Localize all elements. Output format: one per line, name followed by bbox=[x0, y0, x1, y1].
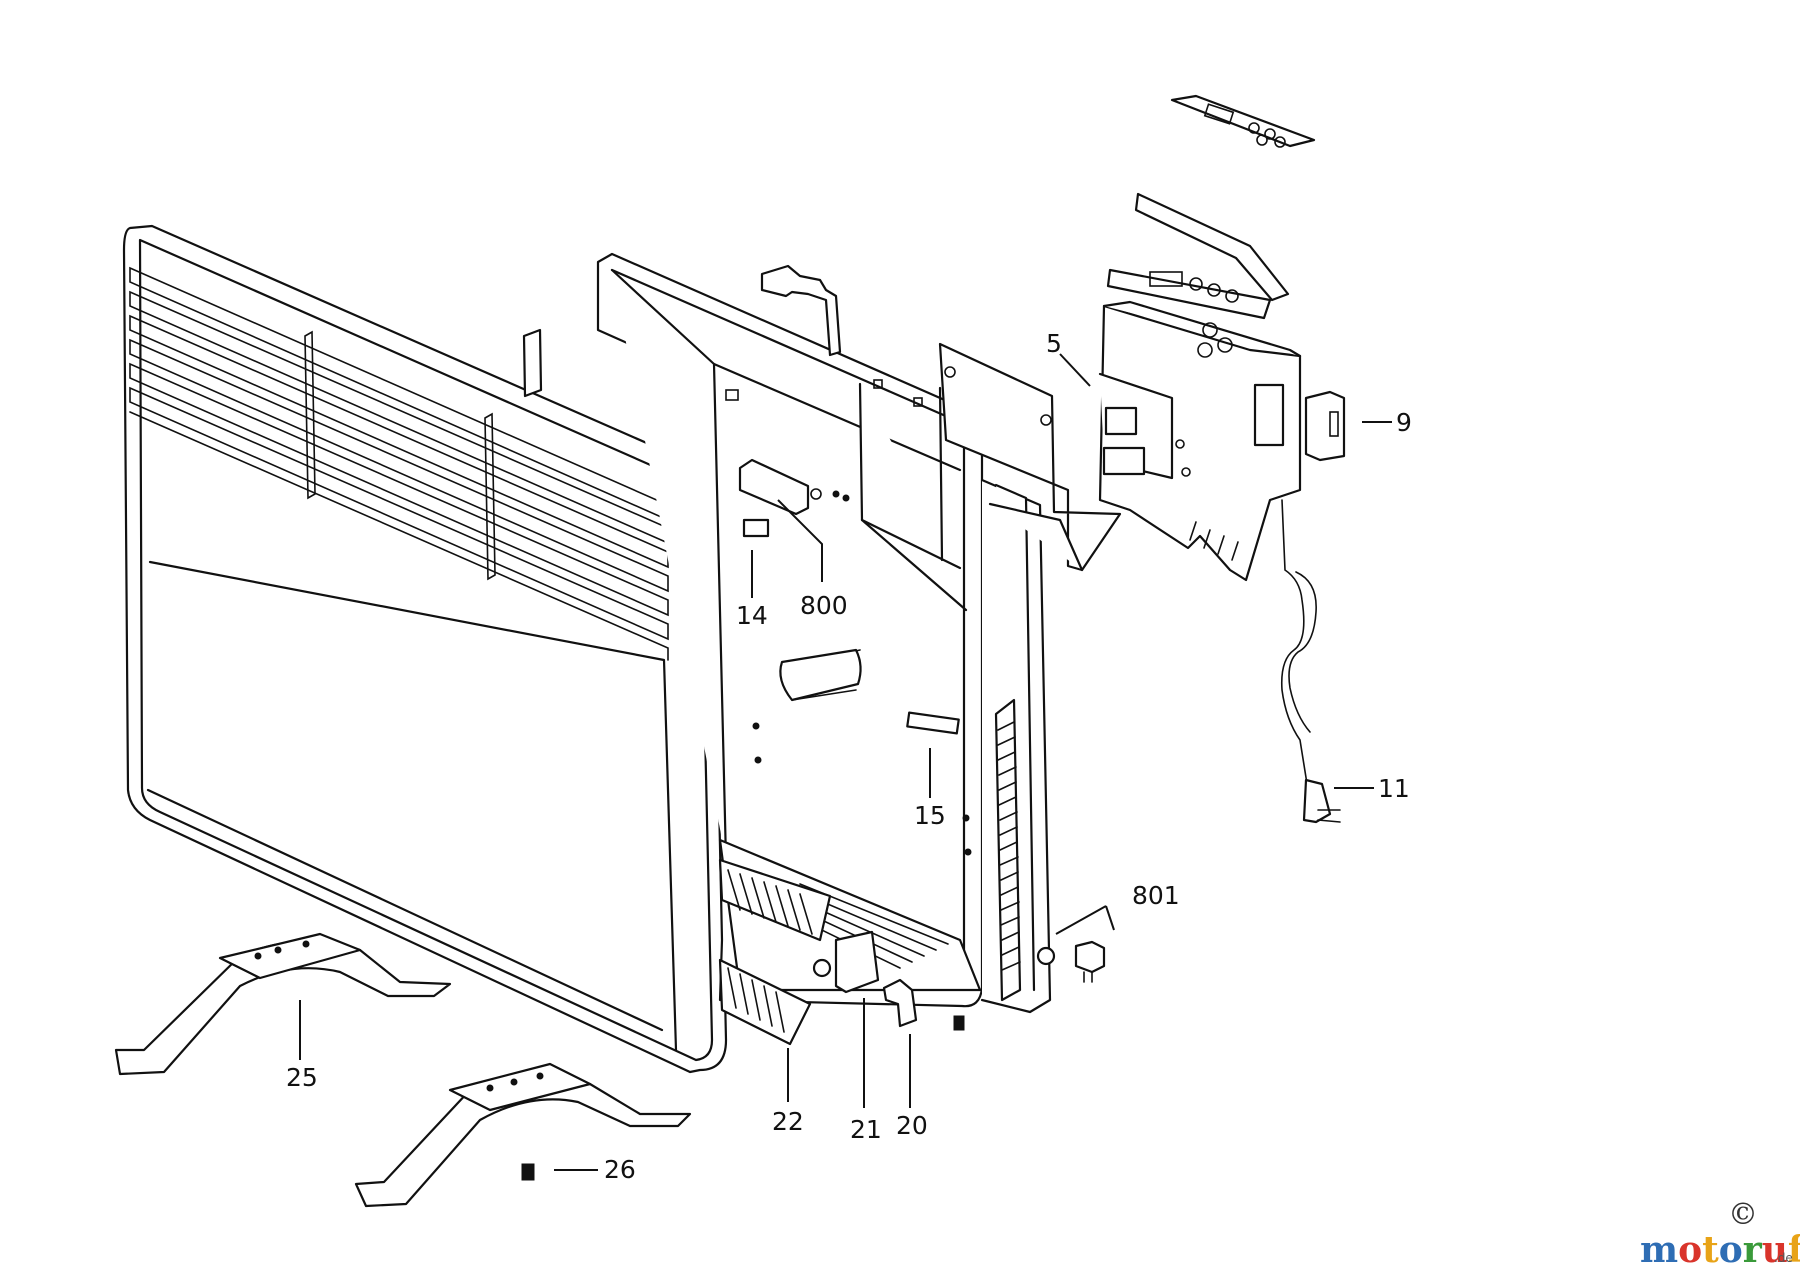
front-cover-panel bbox=[122, 224, 728, 1074]
callout-11: 11 bbox=[1378, 774, 1410, 803]
foot-25-lower bbox=[354, 1062, 692, 1208]
spring bbox=[779, 648, 862, 702]
callout-800: 800 bbox=[800, 591, 848, 620]
callout-9: 9 bbox=[1396, 408, 1412, 437]
control-cover bbox=[1106, 192, 1290, 320]
callout-labels: 5 9 11 14 15 20 21 22 25 26 800 801 bbox=[286, 329, 1412, 1184]
callout-801: 801 bbox=[1132, 881, 1180, 910]
foot-25-upper bbox=[114, 932, 452, 1076]
thermostat-21 bbox=[812, 930, 880, 994]
callout-21: 21 bbox=[850, 1115, 882, 1144]
brand-letter: o bbox=[1719, 1229, 1743, 1271]
thermostat-800 bbox=[738, 458, 822, 516]
small-plug bbox=[953, 1015, 965, 1031]
callout-20: 20 bbox=[896, 1111, 928, 1140]
callout-14: 14 bbox=[736, 601, 768, 630]
clip-15 bbox=[906, 711, 960, 735]
callout-26: 26 bbox=[604, 1155, 636, 1184]
control-label-plate bbox=[1170, 94, 1316, 148]
side-vent bbox=[994, 698, 1022, 1002]
rear-housing bbox=[596, 252, 1052, 1014]
brand-letter: m bbox=[1640, 1229, 1678, 1271]
control-bracket bbox=[938, 342, 1122, 572]
screw-26 bbox=[521, 1163, 535, 1181]
mounting-bracket-strip bbox=[522, 328, 543, 398]
brand-domain-suffix: .de bbox=[1774, 1251, 1793, 1265]
callout-25: 25 bbox=[286, 1063, 318, 1092]
rocker-switch-9 bbox=[1304, 390, 1346, 462]
brand-letter: o bbox=[1678, 1229, 1702, 1271]
callout-15: 15 bbox=[914, 801, 946, 830]
leader-lines bbox=[299, 353, 1392, 1171]
brand-wordmark: motoruf bbox=[1640, 1229, 1800, 1271]
brand-letter: t bbox=[1702, 1229, 1719, 1271]
elbow-20 bbox=[882, 978, 918, 1028]
control-module-5 bbox=[1098, 300, 1302, 582]
brand-letter: r bbox=[1743, 1229, 1763, 1271]
part-14 bbox=[742, 518, 770, 538]
callout-5: 5 bbox=[1046, 329, 1062, 358]
brand-letter: f bbox=[1788, 1229, 1800, 1271]
watermark: © motoruf .de bbox=[1640, 1197, 1800, 1271]
brand-letter: u bbox=[1762, 1229, 1788, 1271]
grille-louvres bbox=[129, 266, 669, 661]
power-cord-11 bbox=[1280, 499, 1341, 824]
plugs-801 bbox=[1036, 940, 1106, 983]
heating-element-22 bbox=[718, 858, 832, 1046]
callout-22: 22 bbox=[772, 1107, 804, 1136]
copyright-symbol: © bbox=[1728, 1197, 1758, 1232]
